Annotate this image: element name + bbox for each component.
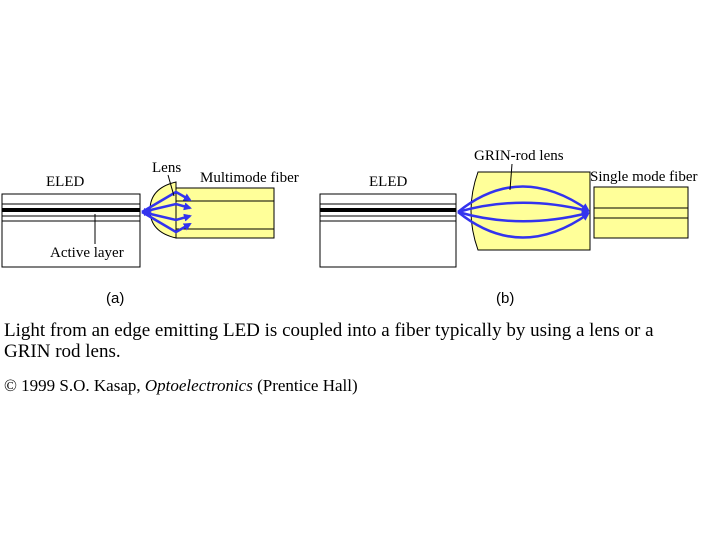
active-layer-label: Active layer	[50, 245, 124, 261]
eled-label-b: ELED	[369, 174, 407, 190]
lens-label-a: Lens	[152, 160, 181, 176]
eled-a	[1, 193, 141, 268]
single-mode-fiber	[593, 186, 689, 239]
copyright-line: © 1999 S.O. Kasap, Optoelectronics (Pren…	[4, 376, 358, 396]
lens-label-b: GRIN-rod lens	[474, 148, 564, 164]
figure-caption: Light from an edge emitting LED is coupl…	[4, 320, 654, 362]
fiber-label-b: Single mode fiber	[590, 169, 697, 185]
rays-a	[141, 190, 192, 234]
panel-a: ELED Lens Multimode fiber Active layer (…	[1, 160, 299, 307]
sub-label-a: (a)	[106, 290, 124, 307]
eled-b	[319, 193, 457, 268]
rays-b	[457, 185, 590, 239]
book-title: Optoelectronics	[144, 376, 253, 395]
eled-label-a: ELED	[46, 174, 84, 190]
coupling-diagram: ELED Lens Multimode fiber Active layer (…	[1, 148, 697, 307]
multimode-fiber	[175, 187, 275, 239]
copyright-suffix: (Prentice Hall)	[252, 376, 358, 395]
copyright-prefix: © 1999 S.O. Kasap,	[4, 376, 145, 395]
panel-b: ELED GRIN-rod lens Single mode fiber (b)	[319, 148, 697, 307]
fiber-label-a: Multimode fiber	[200, 170, 299, 186]
sub-label-b: (b)	[496, 290, 514, 307]
